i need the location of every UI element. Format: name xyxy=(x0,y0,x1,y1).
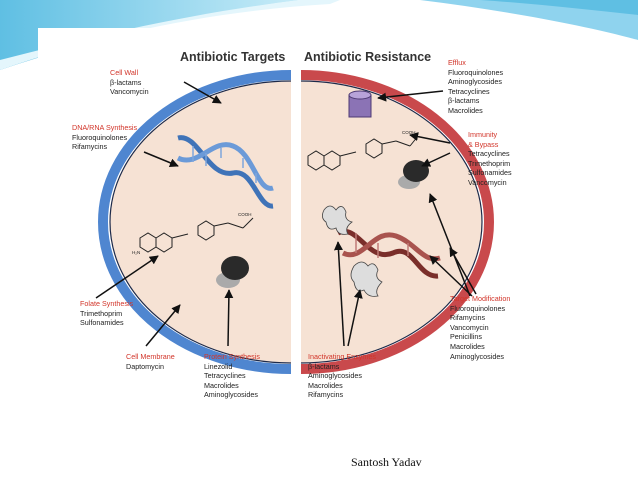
label-dna-rna-synthesis: DNA/RNA Synthesis Fluoroquinolones Rifam… xyxy=(72,123,137,152)
arrow-target-1 xyxy=(428,193,471,297)
membrane-title: Cell Membrane xyxy=(126,352,175,361)
title-antibiotic-targets: Antibiotic Targets xyxy=(180,50,286,64)
arrow-efflux xyxy=(377,90,444,102)
h2n-label: H₂N xyxy=(132,250,140,255)
immunity-title: Immunity xyxy=(468,130,498,139)
cooh-resistance-label: COOH xyxy=(402,130,416,135)
protein-item: Aminoglycosides xyxy=(204,390,258,400)
folate-molecule-resistance-icon xyxy=(307,135,419,171)
inactivating-title: Inactivating Enzymes xyxy=(308,352,376,361)
target-mod-item: Vancomycin xyxy=(450,322,489,332)
label-inactivating-enzymes: Inactivating Enzymes β-lactams Aminoglyc… xyxy=(308,352,376,400)
arrow-target-2 xyxy=(429,255,473,297)
efflux-item: Aminoglycosides xyxy=(448,77,502,87)
arrow-membrane xyxy=(145,304,181,347)
membrane-item: Daptomycin xyxy=(126,361,164,371)
arrow-target-3 xyxy=(449,247,477,295)
target-mod-item: Penicillins xyxy=(450,332,482,342)
top-right-swoosh-2 xyxy=(480,0,638,15)
top-left-swoosh xyxy=(0,0,300,70)
diagram-graphics: COOH H₂N COOH xyxy=(95,70,494,374)
efflux-title: Efflux xyxy=(448,58,466,67)
dna-helix-icon xyxy=(176,135,274,209)
protein-item: Macrolides xyxy=(204,380,239,390)
efflux-item: Fluoroquinolones xyxy=(448,67,504,77)
inactivating-item: Macrolides xyxy=(308,380,343,390)
antibiotic-diagram-figure: COOH H₂N COOH Antibiotic Targets Antibio… xyxy=(38,28,554,410)
folate-item: Sulfonamides xyxy=(80,318,124,328)
left-cell-membrane xyxy=(98,70,292,374)
efflux-pump-icon xyxy=(348,90,372,118)
left-cytoplasm xyxy=(110,81,291,363)
ribosome-icon xyxy=(216,256,249,288)
arrow-immunity-1 xyxy=(409,132,451,144)
left-inner-outline xyxy=(109,80,292,364)
arrow-immunity-2 xyxy=(421,152,451,167)
protein-item: Linezolid xyxy=(204,361,233,371)
label-efflux: Efflux Fluoroquinolones Aminoglycosides … xyxy=(448,58,503,116)
immunity-item: Trimethoprim xyxy=(468,158,511,168)
dna-rna-title: DNA/RNA Synthesis xyxy=(72,123,138,132)
enzyme-2-icon xyxy=(350,261,383,297)
cell-wall-item: β-lactams xyxy=(110,77,142,87)
immunity-item: Vancomycin xyxy=(468,177,507,187)
arrow-inactivating-1 xyxy=(333,241,345,347)
folate-title: Folate Synthesis xyxy=(80,299,134,308)
target-mod-item: Fluoroquinolones xyxy=(450,303,506,313)
immunity-title-2: & Bypass xyxy=(468,139,499,149)
target-mod-title: Target Modification xyxy=(450,294,511,303)
arrow-cell-wall xyxy=(183,81,222,104)
enzyme-icon xyxy=(322,205,353,235)
arrow-folate xyxy=(95,255,159,299)
label-cell-membrane: Cell Membrane Daptomycin xyxy=(126,352,175,371)
efflux-item: Tetracyclines xyxy=(448,86,490,96)
folate-item: Trimethoprim xyxy=(80,308,123,318)
inactivating-item: Rifamycins xyxy=(308,390,344,400)
inactivating-item: Aminoglycosides xyxy=(308,371,362,381)
dna-rna-item: Fluoroquinolones xyxy=(72,132,128,142)
author-name: Santosh Yadav xyxy=(351,455,422,469)
arrow-inactivating-2 xyxy=(347,289,363,347)
label-immunity-bypass: Immunity & Bypass Tetracyclines Trimetho… xyxy=(468,130,512,188)
target-mod-item: Macrolides xyxy=(450,341,485,351)
cell-wall-title: Cell Wall xyxy=(110,68,139,77)
cooh-label: COOH xyxy=(238,212,252,217)
label-target-modification: Target Modification Fluoroquinolones Rif… xyxy=(450,294,510,361)
protein-title: Protein Synthesis xyxy=(204,352,260,361)
arrow-protein xyxy=(224,289,234,347)
protein-item: Tetracyclines xyxy=(204,371,246,381)
right-cytoplasm xyxy=(301,81,482,363)
label-folate-synthesis: Folate Synthesis Trimethoprim Sulfonamid… xyxy=(80,299,133,328)
arrow-dna-rna xyxy=(143,151,179,168)
label-cell-wall: Cell Wall β-lactams Vancomycin xyxy=(110,68,149,97)
folate-molecule-icon xyxy=(139,217,254,253)
target-mod-item: Rifamycins xyxy=(450,313,486,323)
dna-rna-item: Rifamycins xyxy=(72,142,108,152)
immunity-item: Tetracyclines xyxy=(468,149,510,159)
inactivating-item: β-lactams xyxy=(308,361,340,371)
title-antibiotic-resistance: Antibiotic Resistance xyxy=(304,50,432,64)
label-protein-synthesis: Protein Synthesis Linezolid Tetracycline… xyxy=(204,352,260,400)
dna-helix-resistance-icon xyxy=(336,228,441,279)
cell-wall-item: Vancomycin xyxy=(110,87,149,97)
top-right-swoosh xyxy=(420,0,638,40)
efflux-item: Macrolides xyxy=(448,105,483,115)
efflux-item: β-lactams xyxy=(448,96,480,106)
target-mod-item: Aminoglycosides xyxy=(450,351,504,361)
immunity-item: Sulfonamides xyxy=(468,168,512,178)
right-cell-membrane xyxy=(300,70,494,374)
